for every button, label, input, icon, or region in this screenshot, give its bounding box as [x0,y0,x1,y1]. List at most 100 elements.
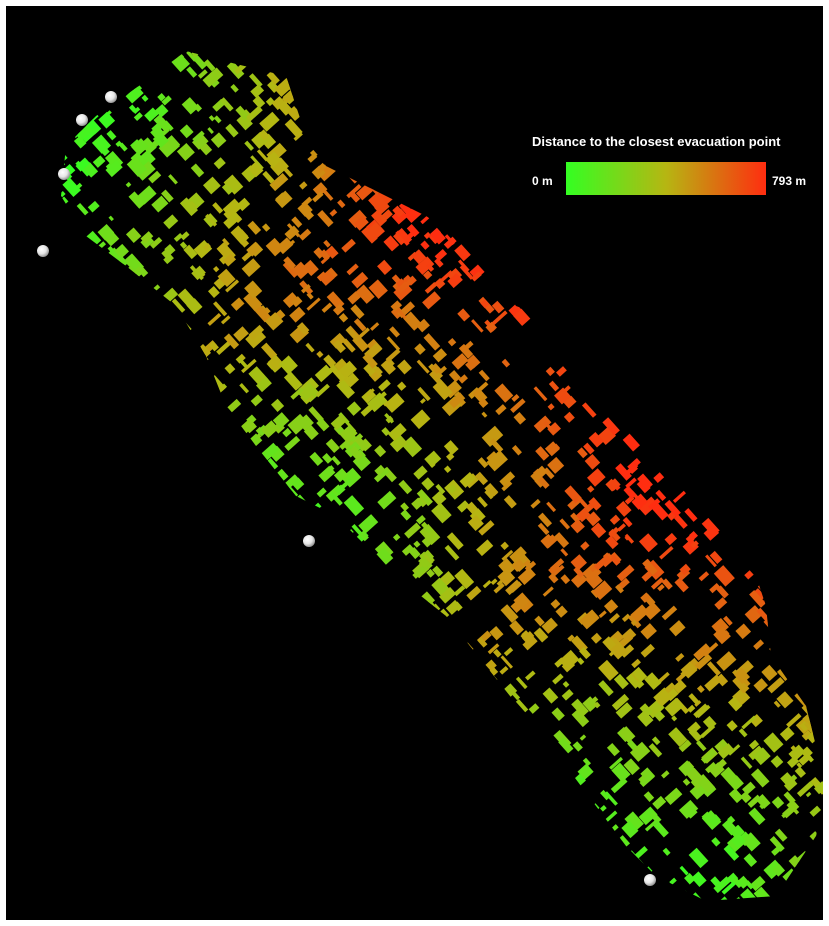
building-block [423,231,432,240]
building-block [185,570,193,578]
evacuation-point-icon [105,91,117,103]
building-block [246,105,263,122]
building-block [789,622,811,644]
building-block [30,113,45,128]
building-block [340,151,351,163]
building-block [653,472,665,484]
building-block [587,888,598,899]
building-block [526,745,540,760]
building-block [474,837,485,847]
building-block [61,357,66,373]
building-block [542,586,554,597]
building-block [147,6,164,19]
building-block [166,519,185,537]
building-block [476,865,492,880]
building-block [458,649,478,670]
building-block [225,123,239,138]
building-block [62,177,82,197]
building-block [431,229,446,245]
building-block [336,729,348,741]
building-block [523,560,533,570]
building-block [675,652,685,662]
building-block [35,131,45,140]
building-block [103,487,121,504]
building-block [349,547,368,568]
building-block [125,181,132,188]
building-block [61,227,64,243]
building-block [607,851,625,869]
building-block [319,249,331,261]
building-block [282,633,299,651]
building-block [518,860,534,875]
building-block [510,595,529,613]
building-block [21,287,33,298]
building-block [61,542,67,559]
building-block [330,544,344,557]
building-block [479,824,487,832]
building-block [469,264,485,280]
building-block [161,95,172,106]
building-block [122,448,141,466]
building-block [609,514,621,525]
building-block [522,635,538,651]
building-block [35,389,49,403]
building-block [517,567,536,585]
building-block [272,762,283,773]
building-block [140,598,152,611]
building-block [156,350,169,363]
building-block [105,160,123,178]
building-block [717,906,729,918]
building-block [797,679,807,690]
building-block [474,897,485,901]
building-block [814,830,823,843]
building-block [398,201,412,215]
building-block [204,437,219,451]
building-block [423,614,440,631]
building-block [306,95,318,107]
building-block [277,493,293,509]
building-block [259,111,280,132]
building-block [542,687,559,704]
building-block [284,768,294,779]
building-block [526,801,544,820]
building-block [533,415,552,433]
building-block [312,182,328,197]
building-block [394,801,412,819]
building-block [335,596,352,612]
building-block [753,678,768,693]
building-block [691,892,706,901]
building-block [552,829,563,839]
building-block [245,640,257,653]
building-block [109,574,123,587]
building-block [365,587,380,603]
building-block [689,910,706,920]
building-block [432,348,448,363]
building-block [400,509,412,521]
building-block [800,650,812,663]
building-block [373,467,390,483]
building-block [177,630,196,650]
building-block [79,459,89,469]
building-block [354,634,369,649]
building-block [664,532,678,546]
building-block [467,514,484,531]
building-block [454,684,474,705]
building-block [212,202,224,214]
building-block [281,783,292,794]
building-block [17,479,33,495]
building-block [467,741,478,752]
building-block [220,97,234,112]
building-block [78,568,98,588]
building-block [547,456,565,474]
building-block [641,570,654,582]
building-block [364,222,384,242]
building-block [548,573,559,584]
building-block [123,285,136,298]
building-block [358,530,369,542]
building-block [9,422,17,430]
building-block [186,66,198,78]
building-block [637,710,654,727]
building-block [306,731,316,741]
building-block [218,605,237,623]
building-block [494,768,508,781]
